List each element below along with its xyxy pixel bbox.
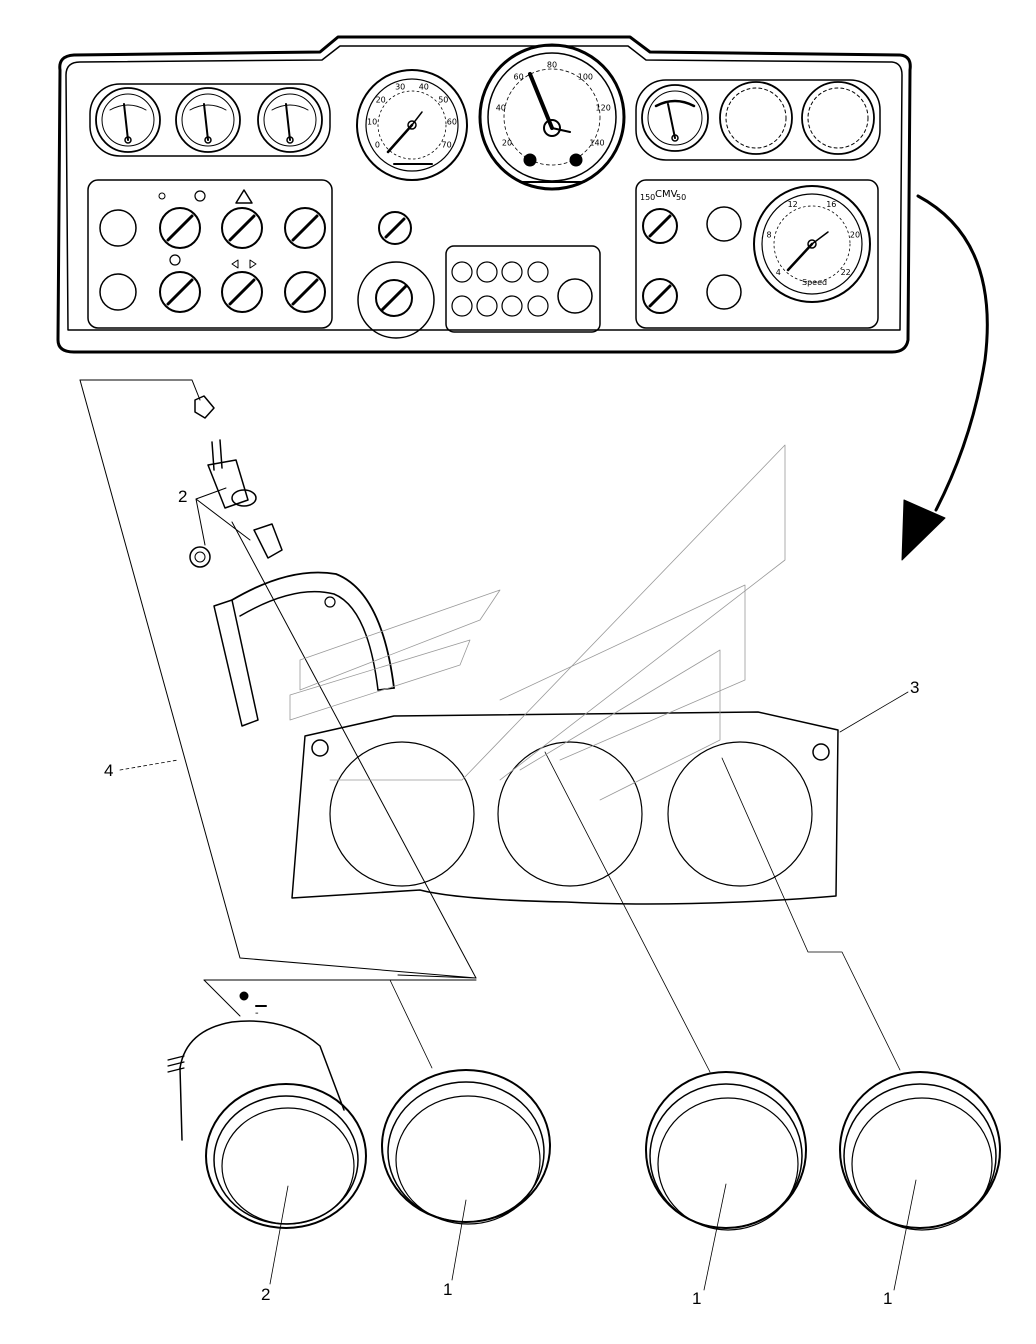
speed-gauge-label: Speed bbox=[802, 278, 827, 287]
tachometer bbox=[356, 69, 468, 181]
cmv-150: 150 bbox=[640, 193, 655, 202]
callout-3: 3 bbox=[910, 678, 920, 697]
curved-arrow bbox=[901, 194, 989, 561]
speedo-ticks-label-6: 140 bbox=[589, 139, 604, 148]
tacho-ticks-label-0: 0 bbox=[375, 141, 380, 150]
speed-ticks-label-4: 20 bbox=[850, 230, 860, 239]
dashboard-panel bbox=[56, 35, 912, 354]
minus-sign: - bbox=[255, 1008, 259, 1019]
speed-ticks-label-0: 4 bbox=[776, 268, 781, 277]
tacho-ticks-label-4: 40 bbox=[419, 82, 429, 91]
speed-ticks-label-2: 12 bbox=[788, 200, 798, 209]
panel-labels: CMV 150 50 Speed - bbox=[255, 189, 827, 1019]
callout-2-bottom: 2 bbox=[261, 1285, 271, 1304]
speed-ticks-label-1: 8 bbox=[766, 230, 771, 239]
callout-1-b: 1 bbox=[692, 1289, 702, 1308]
callout-1-a: 1 bbox=[443, 1280, 453, 1299]
speedo-ticks-label-2: 60 bbox=[514, 73, 524, 82]
cmv-50: 50 bbox=[676, 193, 686, 202]
speedo-ticks-label-0: 20 bbox=[502, 139, 512, 148]
tacho-ticks-label-6: 60 bbox=[447, 118, 457, 127]
speedometer bbox=[478, 43, 626, 191]
center-switches bbox=[357, 211, 601, 339]
speedo-ticks-label-4: 100 bbox=[578, 73, 593, 82]
tacho-ticks-label-1: 10 bbox=[367, 118, 377, 127]
cmv-label: CMV bbox=[655, 189, 678, 200]
right-gauge-cluster bbox=[635, 79, 881, 161]
left-switch-block bbox=[87, 179, 333, 329]
callout-1-c: 1 bbox=[883, 1289, 893, 1308]
speed-ticks-label-3: 16 bbox=[826, 200, 836, 209]
right-switch-block bbox=[635, 179, 879, 329]
tacho-ticks-label-3: 30 bbox=[395, 82, 405, 91]
exploded-view bbox=[79, 379, 909, 1073]
speedometer-tick-labels: 20 40 60 80 100 120 140 bbox=[496, 61, 611, 148]
speed-gauge-tick-labels: 4 8 12 16 20 22 bbox=[766, 200, 860, 277]
tacho-ticks-label-5: 50 bbox=[438, 96, 448, 105]
callout-2-top: 2 bbox=[178, 487, 188, 506]
left-gauge-cluster bbox=[89, 83, 331, 157]
speedo-ticks-label-3: 80 bbox=[547, 61, 557, 70]
speed-ticks-label-5: 22 bbox=[841, 268, 851, 277]
tacho-ticks-label-7: 70 bbox=[442, 141, 452, 150]
loose-gauges bbox=[167, 1020, 1001, 1291]
speedo-ticks-label-1: 40 bbox=[496, 104, 506, 113]
callout-4: 4 bbox=[104, 761, 114, 780]
tacho-ticks-label-2: 20 bbox=[376, 96, 386, 105]
tachometer-tick-labels: 0 10 20 30 40 50 60 70 bbox=[367, 82, 457, 149]
speedo-ticks-label-5: 120 bbox=[596, 104, 611, 113]
